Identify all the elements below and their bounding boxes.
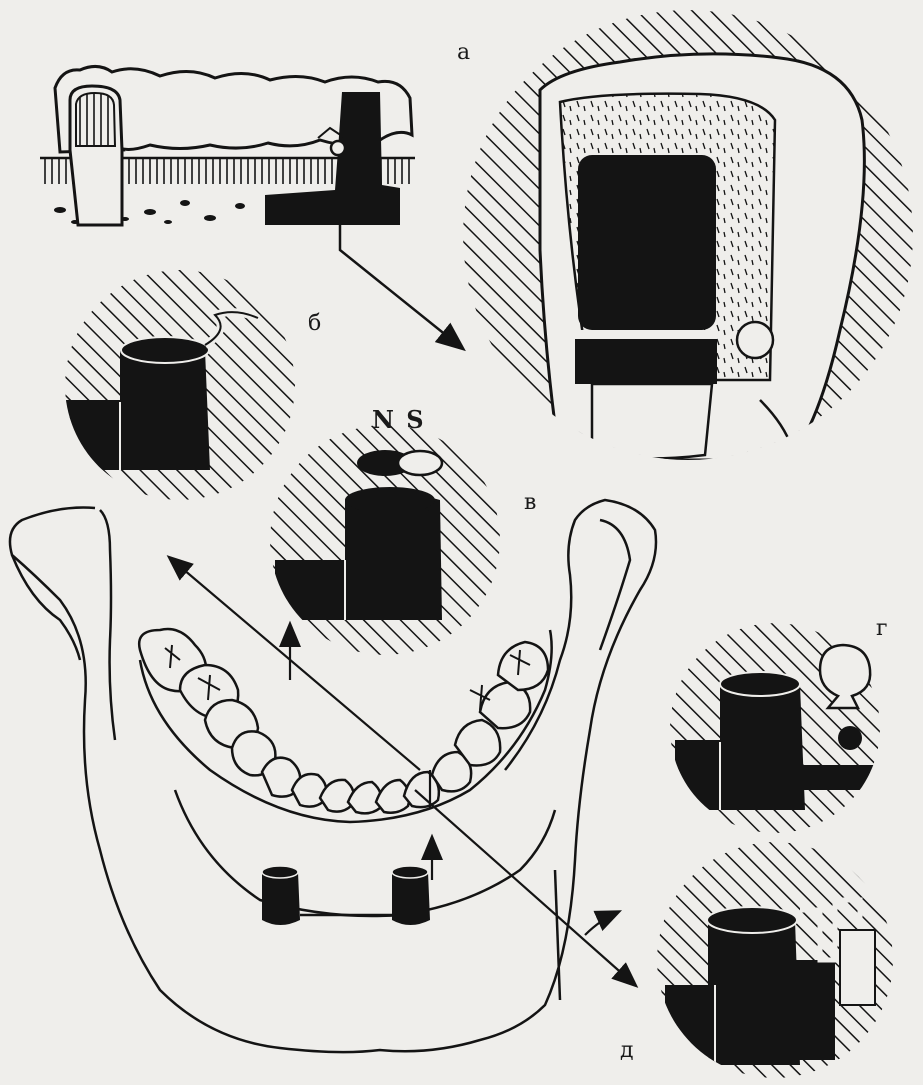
- b-base: [65, 400, 120, 470]
- arrow-to-b: [166, 555, 421, 771]
- pole-disc-s: [396, 449, 444, 477]
- gap-line: [575, 330, 715, 339]
- right-ramus-inner: [598, 518, 632, 651]
- cusp-marks: [164, 644, 531, 711]
- magnet-block: [578, 155, 716, 330]
- panel-a-cross-section: [40, 65, 466, 352]
- zoom-arrow-a: [338, 222, 466, 352]
- teeth-row: [137, 627, 550, 815]
- premolar-right-2: [453, 718, 502, 767]
- d-base: [665, 985, 715, 1065]
- arrow-to-d: [414, 789, 639, 988]
- molar-right-2: [496, 640, 550, 692]
- canine-left: [260, 756, 302, 798]
- d-block: [795, 960, 835, 1060]
- label-a: а: [457, 40, 471, 65]
- b-clip-edge: [204, 311, 259, 346]
- implant-right: [392, 867, 430, 925]
- implant-right-top: [391, 865, 429, 879]
- label-b: б: [308, 311, 322, 336]
- panel-g: [670, 623, 880, 833]
- keeper-base: [575, 339, 717, 384]
- d-attachment-outline: [800, 897, 863, 963]
- v-base: [275, 560, 345, 620]
- g-bar: [800, 765, 880, 790]
- premolar-right-1: [430, 750, 473, 793]
- panel-v: [270, 425, 500, 655]
- label-ns: N S: [372, 405, 426, 434]
- left-coronoid: [10, 554, 82, 661]
- panel-b: [65, 270, 295, 500]
- root: [590, 382, 714, 460]
- panel-a-zoom: [463, 10, 913, 460]
- pointer-arrows: [166, 555, 639, 988]
- arrow-right: [584, 910, 623, 936]
- left-ramus-inner: [99, 509, 117, 741]
- d-slider: [839, 929, 876, 1006]
- label-d: д: [620, 1038, 634, 1063]
- alveolar-outer: [138, 629, 553, 824]
- v-magnet-top: [345, 487, 435, 513]
- g-ball-abutment: [818, 643, 872, 710]
- pole-disc-n: [357, 450, 413, 476]
- label-g: г: [876, 616, 888, 641]
- retention-ball: [329, 139, 347, 157]
- d-magnet-top: [706, 906, 798, 934]
- b-magnet: [120, 342, 210, 470]
- g-ball-dark: [838, 726, 862, 750]
- mandible-edge-right: [553, 869, 562, 1001]
- denture-base: [53, 65, 414, 154]
- keeper-edge: [317, 126, 346, 139]
- incisor-3: [346, 780, 383, 815]
- implant-left-top: [261, 865, 299, 879]
- implant-left: [262, 867, 300, 925]
- label-v: в: [524, 490, 537, 515]
- g-base: [675, 740, 720, 810]
- molar-right-1: [478, 680, 532, 730]
- tooth-crown: [75, 91, 117, 147]
- g-magnet-top: [719, 671, 801, 697]
- implant-magnet: [265, 92, 400, 225]
- implants: [261, 865, 430, 925]
- g-magnet: [720, 678, 805, 810]
- d-magnet: [708, 912, 800, 1065]
- mandible-outer: [8, 498, 658, 1054]
- ball-attachment: [735, 320, 775, 360]
- panel-d: [657, 842, 893, 1078]
- b-magnet-top: [120, 336, 210, 364]
